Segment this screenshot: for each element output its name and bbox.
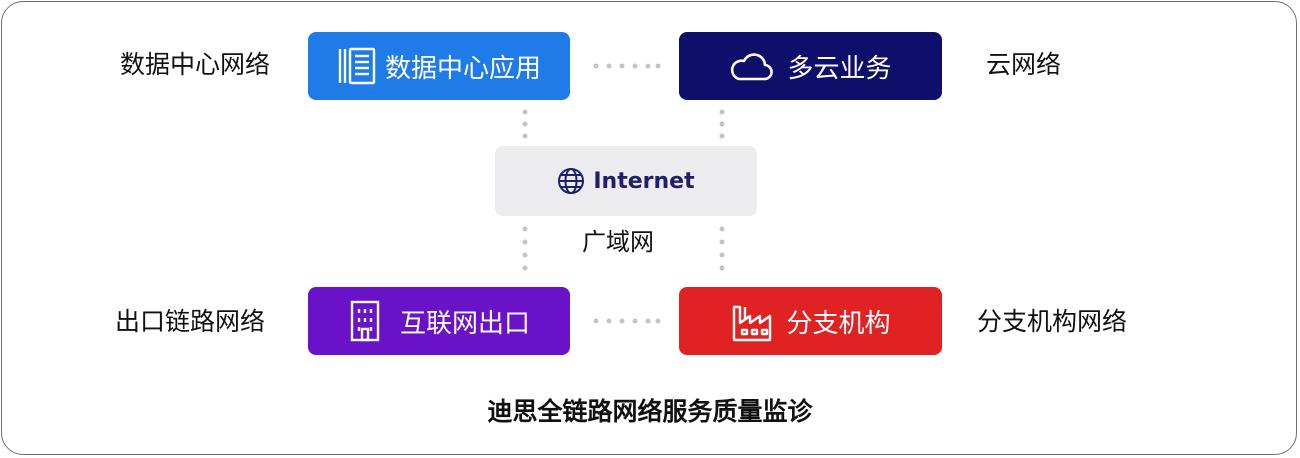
footer-title: 迪思全链路网络服务质量监诊	[487, 397, 813, 426]
cloud-network-label: 云网络	[986, 50, 1062, 79]
cloud-icon	[729, 49, 774, 83]
internet-egress-node: 互联网出口	[308, 287, 570, 355]
datacenter-network-label: 数据中心网络	[120, 50, 271, 79]
building-icon	[348, 299, 382, 343]
branch-label: 分支机构	[786, 308, 891, 339]
datacenter-app-node: 数据中心应用	[308, 32, 570, 100]
branch-network-label: 分支机构网络	[977, 307, 1128, 336]
internet-egress-label: 互联网出口	[399, 308, 530, 339]
internet-label: Internet	[593, 168, 695, 194]
egress-network-label: 出口链路网络	[115, 307, 266, 336]
factory-icon	[730, 299, 780, 343]
multicloud-node: 多云业务	[679, 32, 942, 100]
datacenter-app-label: 数据中心应用	[384, 53, 541, 84]
multicloud-label: 多云业务	[787, 53, 892, 84]
globe-icon	[557, 167, 585, 195]
internet-node: Internet	[495, 146, 757, 216]
server-document-icon	[337, 45, 377, 87]
branch-node: 分支机构	[679, 287, 942, 355]
wan-label: 广域网	[582, 228, 654, 256]
